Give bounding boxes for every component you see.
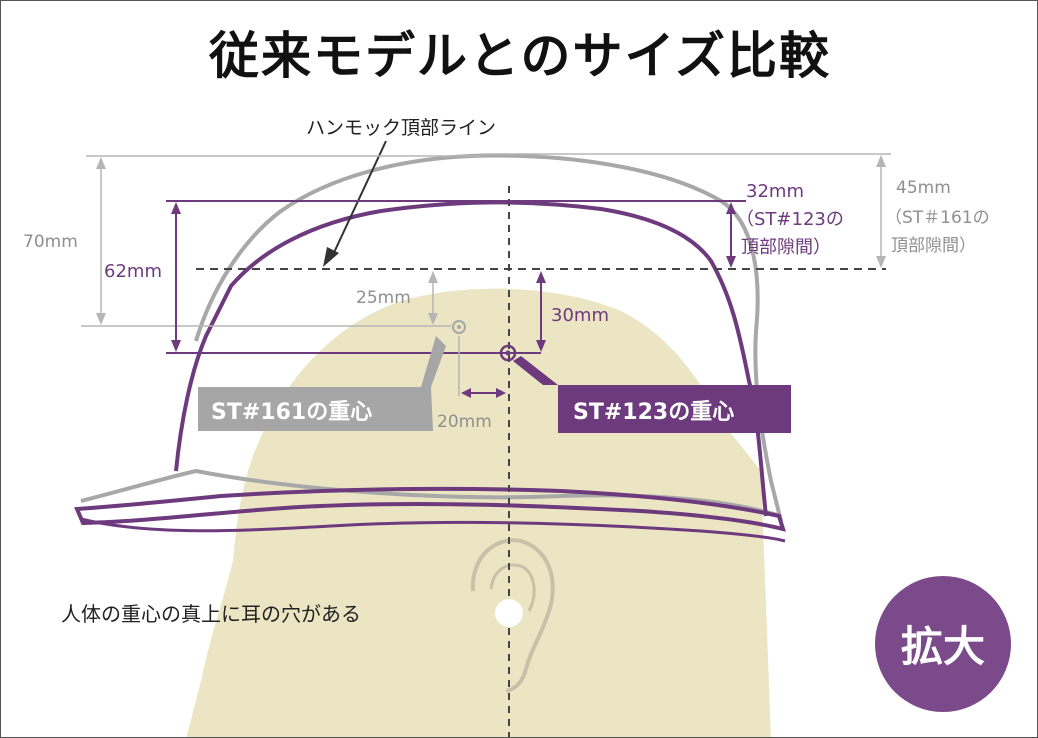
dim-45-label: 45mm <box>896 178 951 198</box>
cg-st161-label: ST#161の重心 <box>211 400 372 425</box>
ear-hole-marker <box>495 599 523 627</box>
dim-25-label: 25mm <box>356 288 411 308</box>
tag-st123-body <box>558 385 791 433</box>
page-title: 従来モデルとのサイズ比較 <box>208 27 831 85</box>
dim62-arrow-top <box>171 202 181 214</box>
dim-70-label: 70mm <box>23 232 78 252</box>
dim-20-label: 20mm <box>437 412 492 432</box>
hammock-arrowhead <box>323 247 339 267</box>
cg-st161-dot <box>457 325 461 329</box>
dim30-arrow-top <box>536 271 546 283</box>
dim70-arrow-top <box>96 157 106 169</box>
zoom-button[interactable]: 拡大 <box>875 576 1011 712</box>
dim30-arrow-bottom <box>536 340 546 352</box>
cg-st161-marker <box>452 320 466 334</box>
tag-st161 <box>198 336 446 431</box>
dim-62-label: 62mm <box>104 261 162 282</box>
gap-161-line1: （ST＃161の <box>885 208 990 228</box>
gap-161-line2: 頂部隙間） <box>891 236 976 256</box>
ear <box>470 538 555 693</box>
ear-inner <box>489 563 536 612</box>
helmet-st123-outline <box>174 200 768 517</box>
hammock-label: ハンモック頂部ライン <box>306 117 496 139</box>
gap-123-line2: 頂部隙間） <box>741 237 831 258</box>
dim45-arrow-top <box>876 155 886 167</box>
zoom-label[interactable]: 拡大 <box>901 622 985 671</box>
helmet-st161-outline <box>194 153 783 522</box>
dim45-arrow-bottom <box>876 256 886 268</box>
dim62-arrow-bottom <box>171 340 181 352</box>
dim20-arrow-left <box>461 388 471 398</box>
dim20-arrow-right <box>496 388 506 398</box>
cg-st123-label: ST#123の重心 <box>573 400 734 425</box>
dim25-arrow-top <box>428 271 438 283</box>
dim32-arrow-top <box>726 202 736 214</box>
dim-32-label: 32mm <box>746 181 804 202</box>
helmet-st123-brim-lower <box>80 517 786 543</box>
cg-st123-dot <box>505 350 511 356</box>
gap-123-line1: （ST#123の <box>736 209 844 230</box>
dim-30-label: 30mm <box>551 305 609 326</box>
zoom-circle[interactable] <box>875 576 1011 712</box>
cg-st123-marker <box>499 344 517 362</box>
dim70-arrow-bottom <box>96 313 106 325</box>
dim32-arrow-bottom <box>726 256 736 268</box>
dim25-arrow-bottom <box>428 313 438 325</box>
ear-note: 人体の重心の真上に耳の穴がある <box>61 602 361 626</box>
helmet-st123-brim <box>74 486 786 532</box>
